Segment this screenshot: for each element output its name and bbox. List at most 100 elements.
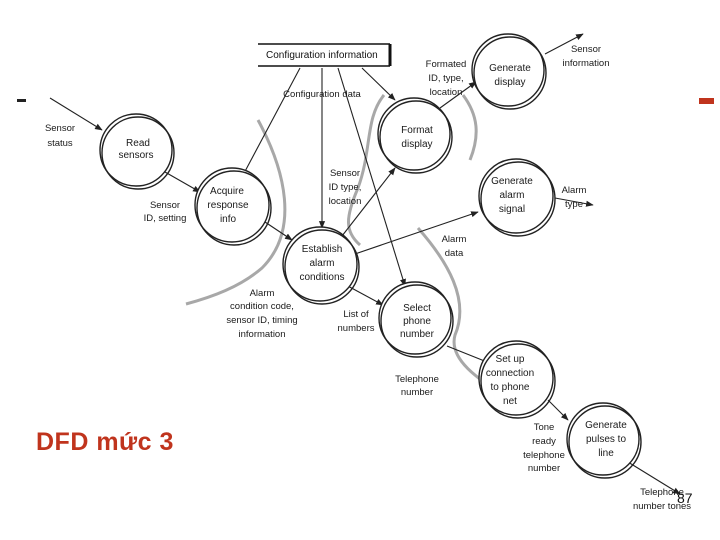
arrow-sensor-status bbox=[49, 97, 103, 131]
arrow-read-to-acquire bbox=[164, 171, 201, 193]
data-store-configuration-information: Configuration information bbox=[258, 43, 392, 67]
process-label-line: Establish bbox=[302, 244, 343, 255]
left-edge-mark bbox=[17, 99, 26, 102]
process-label-line: display bbox=[494, 77, 525, 88]
flow-label-line: Sensor bbox=[330, 168, 360, 179]
arrow-format-to-generate bbox=[439, 81, 477, 109]
process-label-line: info bbox=[220, 214, 237, 225]
flow-label-line: Alarm bbox=[562, 185, 587, 196]
flow-label-line: location bbox=[430, 87, 463, 98]
flow-label-line: Alarm bbox=[442, 234, 467, 245]
flow-label-alarm-type: Alarm type bbox=[562, 185, 587, 210]
process-establish-alarm-conditions: Establish alarm conditions bbox=[282, 226, 360, 305]
arrow-sensor-information bbox=[544, 33, 584, 55]
flow-label-line: Alarm bbox=[250, 288, 275, 299]
flow-label-alarm-data: Alarm data bbox=[442, 234, 467, 259]
flow-label-sensor-id-type-location: Sensor ID type, location bbox=[329, 168, 362, 207]
boundary-curve-left bbox=[185, 119, 287, 306]
flow-label-line: ID, setting bbox=[144, 213, 187, 224]
arrow-store-to-format bbox=[361, 67, 396, 101]
arrow-establish-to-format bbox=[341, 167, 396, 237]
arrow-store-to-select bbox=[337, 67, 406, 287]
flow-label-line: condition code, bbox=[230, 301, 294, 312]
flow-label-line: Sensor bbox=[571, 44, 601, 55]
flow-label-line: Configuration data bbox=[283, 89, 361, 100]
arrow-acquire-to-establish bbox=[264, 221, 293, 241]
flow-arrows bbox=[49, 33, 681, 495]
boundary-curve-middle bbox=[347, 94, 386, 247]
flow-label-formated-id: Formated ID, type, location bbox=[426, 59, 467, 98]
flow-label-telephone-number-tones: Telephone number tones bbox=[633, 487, 691, 512]
arrow-establish-to-select bbox=[345, 284, 384, 306]
flow-label-sensor-information: Sensor information bbox=[563, 44, 610, 69]
flow-label-line: information bbox=[239, 329, 286, 340]
flow-label-line: ID type, bbox=[329, 182, 362, 193]
arrow-alarm-data bbox=[351, 211, 479, 256]
flow-label-line: status bbox=[47, 138, 73, 149]
flow-label-line: information bbox=[563, 58, 610, 69]
flow-label-line: number bbox=[528, 463, 560, 474]
process-acquire-response-info: Acquire response info bbox=[194, 167, 272, 246]
process-label-line: Generate bbox=[585, 420, 627, 431]
flow-label-line: sensor ID, timing bbox=[226, 315, 297, 326]
process-generate-pulses-to-line: Generate pulses to line bbox=[566, 402, 642, 479]
flow-label-line: Sensor bbox=[45, 123, 75, 134]
flow-label-line: numbers bbox=[338, 323, 375, 334]
right-edge-mark bbox=[699, 98, 714, 104]
flow-label-line: Tone bbox=[534, 422, 555, 433]
flow-label-line: data bbox=[445, 248, 464, 259]
process-label-line: Read bbox=[126, 138, 150, 149]
page-number: 87 bbox=[677, 490, 693, 506]
process-label-line: line bbox=[598, 448, 614, 459]
arrow-setup-to-pulses bbox=[547, 399, 569, 421]
process-label-line: Acquire bbox=[210, 186, 244, 197]
process-label-line: display bbox=[401, 139, 432, 150]
flow-label-sensor-status: Sensor status bbox=[45, 123, 75, 149]
process-label-line: response bbox=[207, 200, 249, 211]
process-label-line: Set up bbox=[496, 354, 525, 365]
process-format-display: Format display bbox=[377, 97, 453, 174]
flow-label-line: location bbox=[329, 196, 362, 207]
arrow-store-to-acquire bbox=[241, 67, 301, 178]
flow-label-tone-ready: Tone ready telephone number bbox=[523, 422, 565, 474]
flow-label-sensor-id-setting: Sensor ID, setting bbox=[144, 200, 187, 224]
flow-label-line: ready bbox=[532, 436, 556, 447]
flow-label-line: Sensor bbox=[150, 200, 180, 211]
store-label: Configuration information bbox=[266, 50, 378, 61]
flow-label-line: Telephone bbox=[640, 487, 684, 498]
arrow-alarm-type bbox=[554, 197, 594, 207]
flow-label-alarm-condition-code: Alarm condition code, sensor ID, timing … bbox=[226, 288, 297, 340]
flow-label-line: type bbox=[565, 199, 583, 210]
flow-label-configuration-data: Configuration data bbox=[283, 89, 361, 100]
process-select-phone-number: Select phone number bbox=[378, 281, 454, 358]
process-read-sensors: Read sensors bbox=[99, 113, 175, 190]
flow-label-line: Formated bbox=[426, 59, 467, 70]
process-label-line: Generate bbox=[491, 176, 533, 187]
process-label-line: Format bbox=[401, 125, 433, 136]
process-label-line: sensors bbox=[118, 150, 153, 161]
flow-label-line: telephone bbox=[523, 450, 565, 461]
process-label-line: pulses to bbox=[586, 434, 626, 445]
process-label-line: alarm bbox=[499, 190, 524, 201]
flow-label-telephone-number: Telephone number bbox=[395, 374, 439, 398]
flow-label-line: number bbox=[401, 387, 433, 398]
boundary-curve-top-right bbox=[461, 94, 478, 161]
process-label-line: net bbox=[503, 396, 517, 407]
process-label-line: signal bbox=[499, 204, 525, 215]
flow-label-line: ID, type, bbox=[428, 73, 463, 84]
flow-label-line: List of bbox=[343, 309, 369, 320]
process-label-line: Generate bbox=[489, 63, 531, 74]
process-label-line: number bbox=[400, 329, 435, 340]
flow-label-line: Telephone bbox=[395, 374, 439, 385]
process-label-line: connection bbox=[486, 368, 534, 379]
process-label-line: conditions bbox=[299, 272, 344, 283]
process-generate-alarm-signal: Generate alarm signal bbox=[478, 158, 556, 237]
process-label-line: to phone bbox=[491, 382, 530, 393]
arrow-telephone-tones bbox=[627, 461, 681, 495]
process-label-line: phone bbox=[403, 316, 431, 327]
process-generate-display: Generate display bbox=[471, 33, 547, 110]
slide-title: DFD mức 3 bbox=[36, 428, 174, 456]
process-set-up-connection: Set up connection to phone net bbox=[478, 340, 556, 419]
flow-label-list-of-numbers: List of numbers bbox=[338, 309, 375, 334]
